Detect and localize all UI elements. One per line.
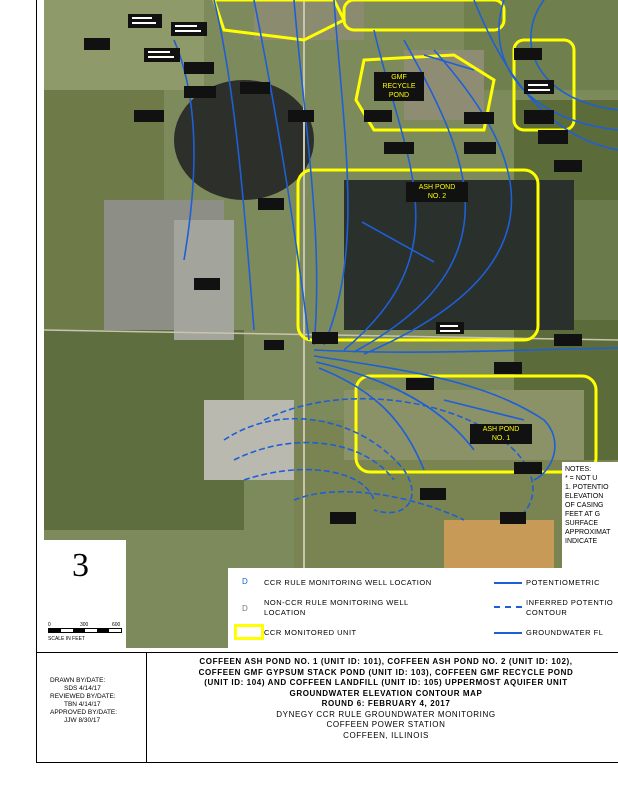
legend-inferred-2: CONTOUR (526, 608, 568, 617)
potentiometric-line-icon (494, 582, 522, 584)
north-arrow-icon: 3 (72, 547, 89, 584)
scale-label: SCALE IN FEET (48, 636, 85, 642)
title-line: COFFEEN ASH POND NO. 1 (UNIT ID: 101), C… (199, 657, 573, 666)
inferred-line-icon (494, 606, 522, 608)
legend-ccr-well: CCR RULE MONITORING WELL LOCATION (264, 578, 432, 587)
scale-bar (48, 628, 122, 633)
notes-title: NOTES: (565, 466, 592, 473)
title-line: COFFEEN POWER STATION (326, 720, 446, 729)
legend-inferred: INFERRED POTENTIO (526, 598, 614, 607)
signature-block: DRAWN BY/DATE: SDS 4/14/17 REVIEWED BY/D… (36, 653, 147, 763)
ccr-well-symbol-icon: D (242, 577, 248, 586)
legend-gw-flow: GROUNDWATER FL (526, 628, 604, 637)
north-arrow-panel: 3 0 300 600 SCALE IN FEET (44, 540, 126, 648)
notes-line: OF CASING (565, 502, 604, 509)
notes-line: 1. POTENTIO (565, 484, 609, 491)
notes-line: FEET AT G (565, 511, 601, 518)
legend-non-ccr-well: NON-CCR RULE MONITORING WELL (264, 598, 409, 607)
pond-label-gmf-recycle: GMF RECYCLE POND (374, 72, 424, 101)
legend-potentiometric: POTENTIOMETRIC (526, 578, 601, 587)
non-ccr-well-symbol-icon: D (242, 604, 248, 613)
map-notes: NOTES: * = NOT U 1. POTENTIO ELEVATION O… (562, 462, 618, 568)
map-legend: D CCR RULE MONITORING WELL LOCATION D NO… (228, 568, 618, 648)
title-line: ROUND 6: FEBRUARY 4, 2017 (321, 699, 451, 708)
notes-line: SURFACE (565, 520, 599, 527)
title-block: DRAWN BY/DATE: SDS 4/14/17 REVIEWED BY/D… (36, 652, 618, 763)
pond-label-ash-pond-2: ASH POND NO. 2 (406, 182, 468, 202)
notes-line: INDICATE (565, 538, 598, 545)
title-line: COFFEEN, ILLINOIS (343, 730, 429, 740)
notes-line: * = NOT U (565, 475, 598, 482)
drawing-sheet (36, 0, 618, 763)
notes-line: APPROXIMAT (565, 529, 611, 536)
legend-ccr-unit: CCR MONITORED UNIT (264, 628, 357, 637)
title-line: COFFEEN GMF GYPSUM STACK POND (UNIT ID: … (198, 667, 574, 677)
ccr-unit-symbol-icon (234, 624, 264, 640)
title-line: DYNEGY CCR RULE GROUNDWATER MONITORING (276, 709, 496, 719)
flow-arrow-icon (494, 632, 522, 634)
title-line: (UNIT ID: 104) AND COFFEEN LANDFILL (UNI… (204, 678, 568, 687)
pond-label-ash-pond-1: ASH POND NO. 1 (470, 424, 532, 444)
notes-line: ELEVATION (565, 493, 604, 500)
drawing-title: COFFEEN ASH POND NO. 1 (UNIT ID: 101), C… (154, 657, 618, 741)
title-line: GROUNDWATER ELEVATION CONTOUR MAP (289, 688, 483, 698)
legend-non-ccr-well-2: LOCATION (264, 608, 306, 617)
aerial-map[interactable]: GMF RECYCLE POND ASH POND NO. 2 ASH POND… (44, 0, 618, 648)
map-canvas (44, 0, 618, 648)
